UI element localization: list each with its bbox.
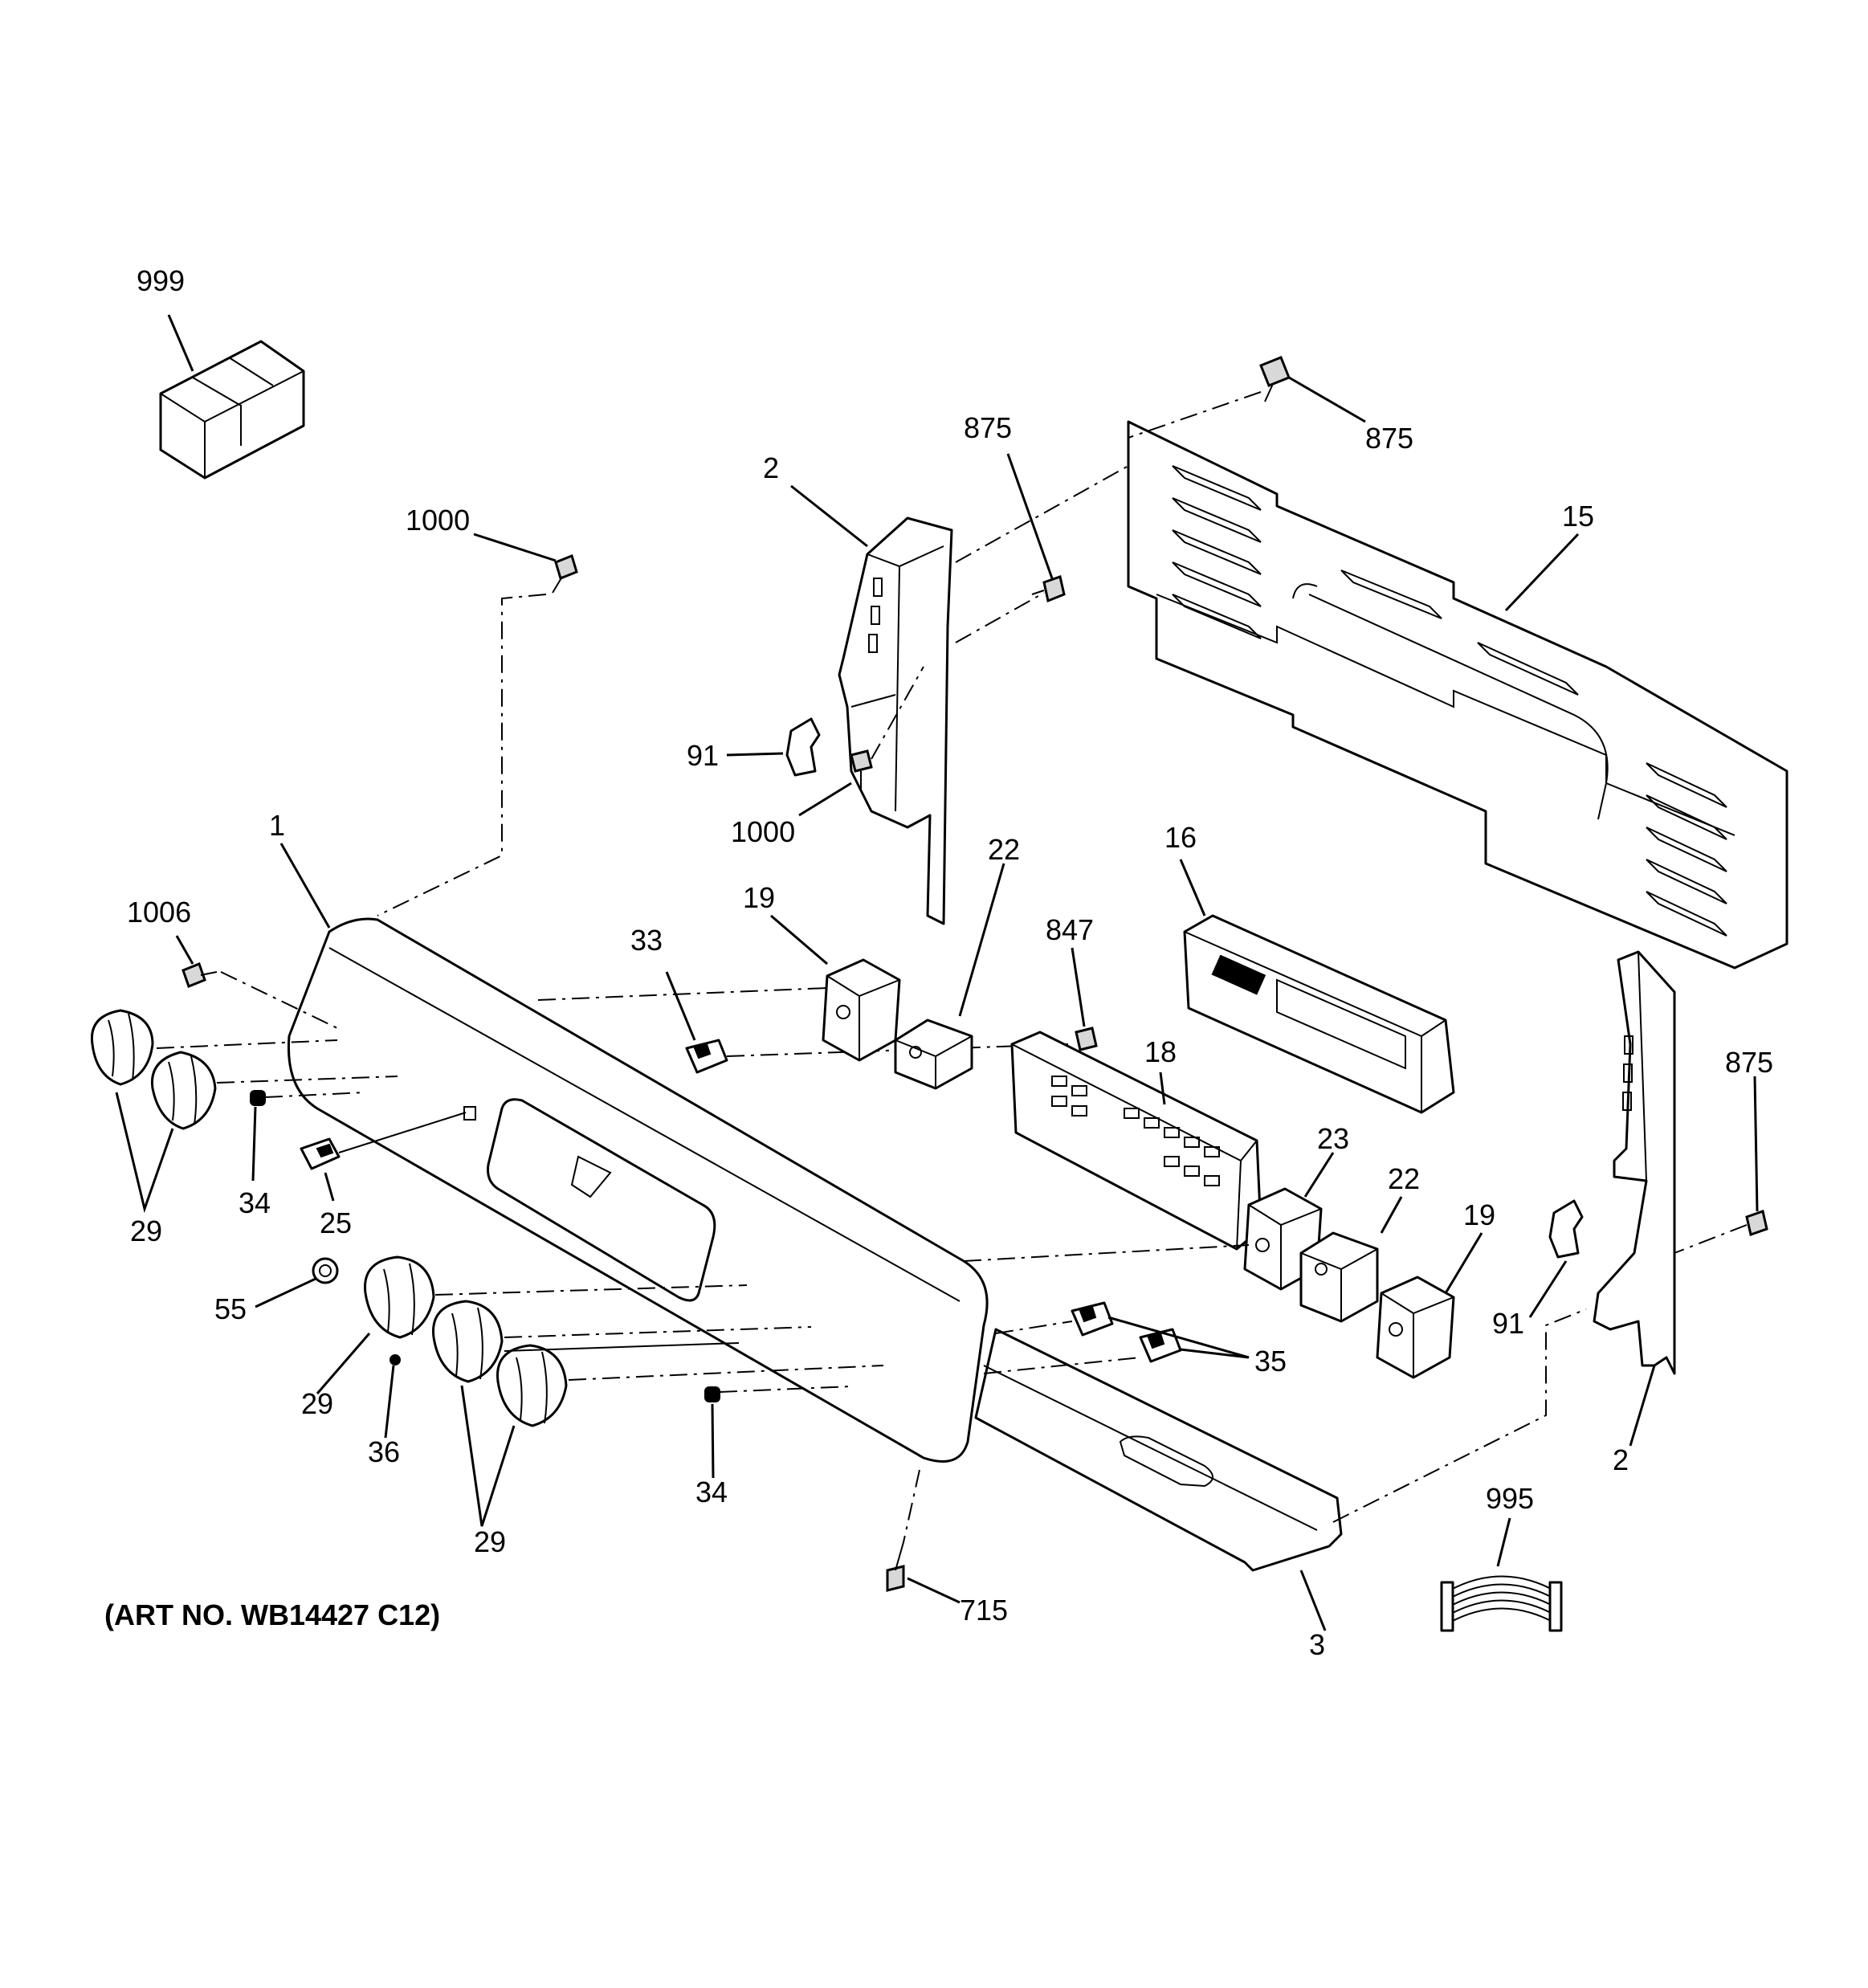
callout-3: 3 <box>1309 1628 1325 1661</box>
part-19-upper-switch <box>822 958 901 1062</box>
part-55-washer <box>312 1257 339 1284</box>
callout-33: 33 <box>630 924 663 957</box>
callout-19-upper: 19 <box>743 881 775 914</box>
callout-91-right: 91 <box>1492 1307 1524 1340</box>
callout-847: 847 <box>1046 913 1094 946</box>
part-34-lower <box>704 1386 720 1402</box>
part-22-lower-switch <box>1299 1231 1379 1323</box>
callout-1006: 1006 <box>127 896 191 929</box>
callout-18: 18 <box>1144 1035 1177 1068</box>
part-999-box <box>159 340 305 480</box>
callout-22-lower: 22 <box>1388 1162 1420 1195</box>
callout-995: 995 <box>1486 1482 1534 1515</box>
callout-1000-lower: 1000 <box>731 815 795 848</box>
part-1-control-panel <box>287 917 989 1463</box>
callout-1000-upper: 1000 <box>406 504 470 537</box>
part-36-small-screw <box>390 1354 401 1365</box>
part-25-switch <box>300 1137 341 1170</box>
part-15-vent-slots <box>1172 465 1727 937</box>
part-19-lower-switch <box>1376 1276 1455 1379</box>
callout-29-lower-pair: 29 <box>474 1525 506 1558</box>
part-91-left-clip <box>785 717 821 777</box>
part-22-upper-switch <box>894 1018 973 1090</box>
callout-2-right: 2 <box>1613 1443 1629 1476</box>
screw-715 <box>886 1541 905 1592</box>
part-15-rear-panel <box>1127 420 1788 970</box>
knob-29-lower-2 <box>432 1300 504 1383</box>
part-2-left-side-bracket <box>838 516 953 925</box>
screw-1000-upper <box>552 553 578 594</box>
part-2-right-side-bracket <box>1593 950 1676 1375</box>
callout-36: 36 <box>368 1435 400 1468</box>
callout-875-right: 875 <box>1725 1046 1773 1079</box>
callout-715: 715 <box>960 1594 1008 1627</box>
part-995-wire-harness <box>1440 1575 1563 1632</box>
callout-29-lower-single: 29 <box>301 1387 333 1420</box>
knob-29-lower-1 <box>364 1255 435 1339</box>
callout-34-lower: 34 <box>695 1476 728 1508</box>
screw-875-right <box>1745 1210 1768 1236</box>
part-35-switch-b <box>1139 1328 1182 1363</box>
callout-34-left: 34 <box>239 1186 271 1219</box>
part-16-control-board <box>1183 914 1455 1114</box>
art-number: (ART NO. WB14427 C12) <box>104 1598 440 1631</box>
screw-875-top <box>1259 356 1291 402</box>
screw-1000-lower <box>850 749 873 791</box>
part-35-switch-a <box>1071 1301 1114 1337</box>
part-2-left-slots <box>868 578 883 653</box>
callout-labels: 999 1000 2 875 875 15 91 1000 1 1006 19 … <box>127 264 1773 1661</box>
part-2-right-slots <box>1622 1035 1633 1111</box>
knob-29-upper-left-2 <box>150 1051 217 1130</box>
part-33-switch <box>685 1039 728 1074</box>
callout-23: 23 <box>1317 1122 1349 1155</box>
part-3-trim <box>974 1328 1343 1572</box>
callout-29-left: 29 <box>130 1214 162 1247</box>
callout-1: 1 <box>269 809 285 842</box>
callout-35: 35 <box>1254 1345 1287 1378</box>
callout-875-middle: 875 <box>964 411 1012 444</box>
part-91-right-clip <box>1548 1199 1584 1259</box>
callout-999: 999 <box>137 264 185 297</box>
knob-29-lower-3 <box>496 1344 568 1427</box>
callout-25: 25 <box>320 1206 352 1239</box>
screw-875-middle <box>1031 575 1066 603</box>
callout-16: 16 <box>1164 821 1197 854</box>
part-34-left <box>250 1090 266 1106</box>
callout-2-left: 2 <box>763 451 779 484</box>
callout-875-top: 875 <box>1365 422 1413 455</box>
callout-19-lower: 19 <box>1463 1198 1495 1231</box>
screw-847 <box>1075 1027 1098 1051</box>
knob-29-upper-left-1 <box>90 1009 154 1086</box>
part-18-buttons <box>1051 1076 1220 1186</box>
screw-1006 <box>181 962 218 988</box>
callout-91-left: 91 <box>687 739 719 772</box>
callout-15: 15 <box>1562 500 1594 533</box>
part-18-touch-panel <box>1010 1031 1262 1251</box>
callout-22-upper: 22 <box>988 833 1020 866</box>
callout-55: 55 <box>214 1292 247 1325</box>
